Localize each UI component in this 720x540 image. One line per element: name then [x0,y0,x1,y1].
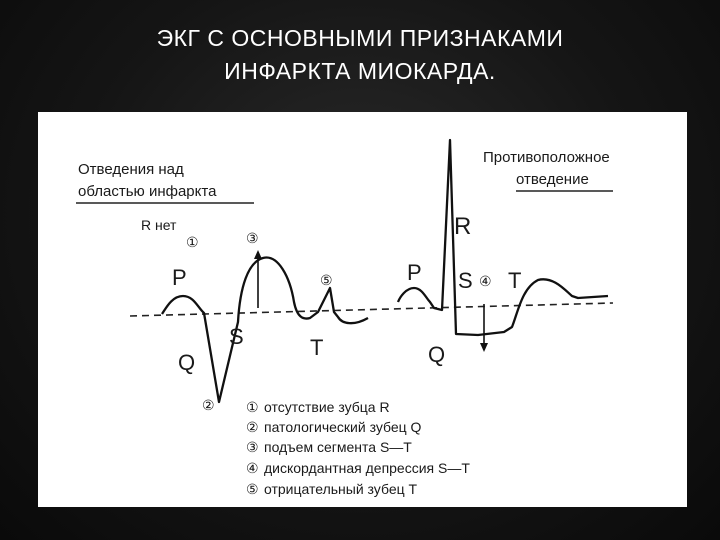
legend-number: ③ [246,439,259,455]
st-depression-arrowhead [480,343,488,352]
wave-label-q-left: Q [178,350,195,375]
legend-text: отрицательный зубец T [264,481,418,497]
legend-item: ⑤ отрицательный зубец T [246,481,418,497]
legend-number: ① [246,399,259,415]
right-header-line-1: Противоположное [483,149,610,166]
wave-label-r-right: R [454,213,471,240]
legend-text: патологический зубец Q [264,419,422,435]
isoelectric-baseline [129,302,614,317]
wave-label-p-left: P [172,265,187,290]
legend-text: дискордантная депрессия S—T [264,460,470,476]
marker-4: ④ [479,273,492,289]
wave-label-t-left: T [310,335,323,360]
left-header-line-2: областью инфаркта [78,183,217,200]
label-r-absent: R нет [141,217,177,233]
marker-5: ⑤ [320,272,333,288]
legend-text: отсутствие зубца R [264,399,390,415]
wave-label-s-left: S [229,324,244,349]
legend-text: подъем сегмента S—T [264,439,412,455]
wave-label-s-right: S [458,268,473,293]
wave-label-q-right: Q [428,342,445,367]
ecg-figure: Отведения над областью инфаркта Противоп… [38,112,687,507]
legend-number: ② [246,419,259,435]
legend: ① отсутствие зубца R ② патологический зу… [246,399,470,497]
legend-item: ① отсутствие зубца R [246,399,390,415]
ecg-diagram: Отведения над областью инфаркта Противоп… [76,138,614,497]
legend-number: ④ [246,460,259,476]
ecg-trace-opposite-lead [396,138,609,337]
legend-item: ③ подъем сегмента S—T [246,439,412,455]
slide-title-line-1: ЭКГ С ОСНОВНЫМИ ПРИЗНАКАМИ [156,25,564,51]
wave-label-p-right: P [407,260,422,285]
st-elevation-arrowhead [254,250,262,259]
wave-label-t-right: T [508,268,521,293]
left-header-line-1: Отведения над [78,161,184,178]
marker-3: ③ [246,230,259,246]
legend-item: ② патологический зубец Q [246,419,422,435]
slide-title-line-2: ИНФАРКТА МИОКАРДА. [224,58,496,84]
legend-number: ⑤ [246,481,259,497]
legend-item: ④ дискордантная депрессия S—T [246,460,470,476]
right-header-line-2: отведение [516,171,589,188]
slide-title: ЭКГ С ОСНОВНЫМИ ПРИЗНАКАМИ ИНФАРКТА МИОК… [0,22,720,88]
ecg-trace-infarct-lead [161,256,369,404]
marker-1: ① [186,234,199,250]
marker-2: ② [202,397,215,413]
